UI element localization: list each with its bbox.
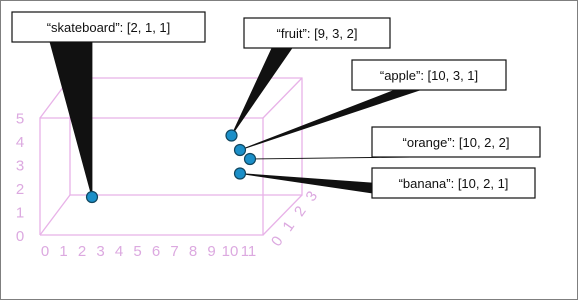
y-tick-label: 0	[16, 228, 24, 245]
x-tick-label: 7	[170, 243, 178, 260]
callout-fruit: “fruit”: [9, 3, 2]	[243, 17, 391, 49]
callout-apple: “apple”: [10, 3, 1]	[351, 59, 507, 91]
x-tick-label: 3	[96, 243, 104, 260]
leader-fruit	[231, 47, 293, 136]
callout-labels: “skateboard”: [2, 1, 1] “fruit”: [9, 3, 2…	[11, 11, 541, 199]
box-edge	[262, 194, 303, 236]
y-tick-label: 3	[16, 158, 24, 175]
y-tick-label: 4	[16, 134, 24, 151]
callout-box	[371, 126, 541, 158]
y-tick-label: 1	[16, 205, 24, 222]
x-tick-label: 8	[189, 243, 197, 260]
leader-skateboard	[49, 41, 93, 198]
x-tick-label: 6	[152, 243, 160, 260]
z-tick-label: 1	[279, 218, 298, 235]
y-tick-label: 5	[16, 111, 24, 128]
box-edge	[39, 194, 71, 236]
callout-box	[243, 17, 391, 49]
callout-box	[351, 59, 507, 91]
z-tick-label: 2	[291, 203, 310, 220]
box-edge	[262, 77, 303, 119]
point-banana	[233, 167, 247, 180]
point-fruit	[225, 129, 238, 142]
callout-banana: “banana”: [10, 2, 1]	[371, 167, 536, 199]
callout-box	[11, 11, 206, 43]
callout-orange: “orange”: [10, 2, 2]	[371, 126, 541, 158]
x-tick-label: 5	[133, 243, 141, 260]
callout-text: “apple”: [10, 3, 1]	[380, 68, 478, 83]
callout-text: “banana”: [10, 2, 1]	[399, 176, 509, 191]
x-tick-label: 1	[59, 243, 67, 260]
z-tick-label: 0	[268, 233, 287, 250]
callout-text: “fruit”: [9, 3, 2]	[277, 26, 358, 41]
y-axis-ticks: 0 1 2 3 4 5	[16, 111, 24, 246]
y-tick-label: 2	[16, 181, 24, 198]
point-skateboard	[85, 190, 99, 204]
point-orange	[243, 152, 257, 166]
callout-skateboard: “skateboard”: [2, 1, 1]	[11, 11, 206, 43]
leader-lines	[49, 41, 421, 198]
callout-text: “skateboard”: [2, 1, 1]	[47, 20, 171, 35]
point-apple	[233, 143, 247, 157]
x-tick-label: 0	[41, 243, 49, 260]
x-tick-label: 4	[115, 243, 123, 260]
x-tick-label: 9	[207, 243, 215, 260]
x-tick-label: 10	[222, 243, 239, 260]
x-tick-label: 2	[78, 243, 86, 260]
data-points	[85, 129, 257, 204]
x-tick-label: 11	[241, 243, 257, 260]
z-tick-label: 3	[302, 188, 321, 205]
callout-box	[371, 167, 536, 199]
callout-text: “orange”: [10, 2, 2]	[403, 135, 510, 150]
